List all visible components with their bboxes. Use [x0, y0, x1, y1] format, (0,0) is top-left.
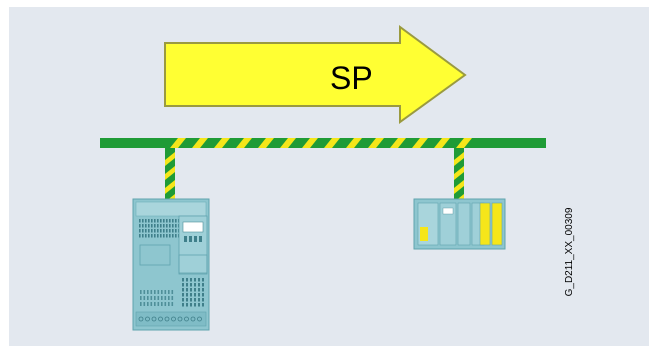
- plc-controller-icon: [414, 199, 505, 249]
- drive-converter-icon: [133, 199, 209, 330]
- arrow-label: SP: [330, 58, 420, 98]
- figure-id-label: G_D211_XX_00309: [563, 192, 577, 312]
- bus-line: [100, 138, 546, 148]
- direction-arrow: [165, 27, 465, 122]
